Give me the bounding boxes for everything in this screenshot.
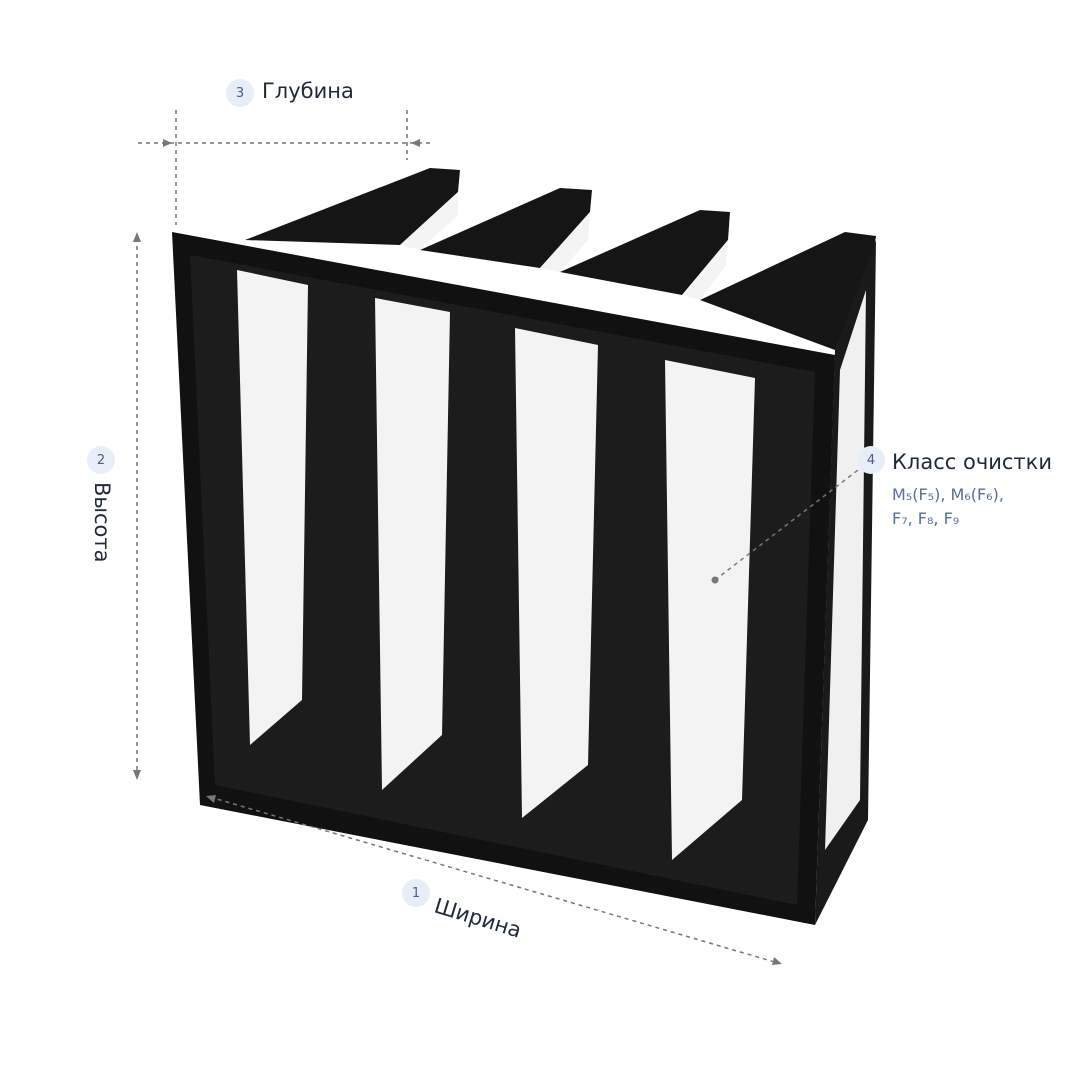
filter-media-panels: [237, 270, 755, 860]
dimension-badge-1: 1: [402, 879, 430, 907]
dimension-badge-4: 4: [857, 446, 885, 474]
filter-side-media: [825, 290, 866, 850]
depth-dimension-line: [138, 110, 430, 225]
filter-class-values-1: M₅(F₅), M₆(F₆),: [892, 485, 1004, 504]
depth-label: Глубина: [262, 79, 354, 103]
filter-class-values-2: F₇, F₈, F₉: [892, 509, 960, 528]
dimension-badge-2: 2: [87, 446, 115, 474]
filter-class-label: Класс очистки: [892, 450, 1052, 474]
dimension-badge-3: 3: [226, 79, 254, 107]
filter-pockets-top: [245, 168, 876, 350]
height-label: Высота: [90, 482, 114, 563]
width-dimension-line: [209, 796, 779, 964]
